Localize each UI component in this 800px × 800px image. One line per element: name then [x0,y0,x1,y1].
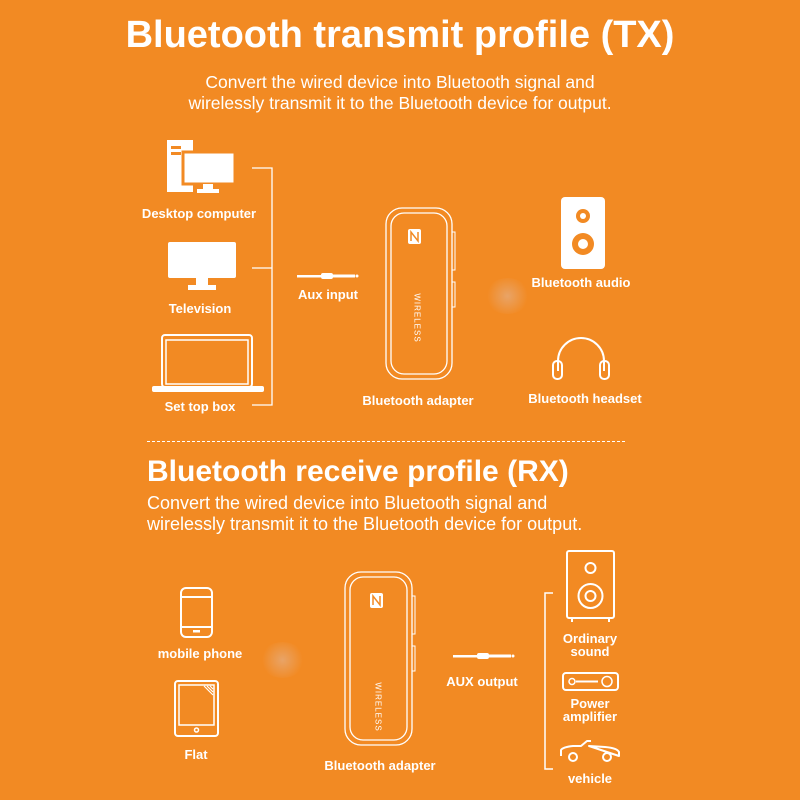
bluetooth-adapter-icon [385,207,456,380]
wireless-signal-icon [485,278,530,314]
source-label-flat: Flat [184,747,208,762]
aux-cable-icon-rx [453,653,515,659]
desktop-computer-icon [167,140,237,193]
headset-icon [552,337,610,380]
tx-source-bracket [252,167,273,406]
tx-subtitle-line1: Convert the wired device into Bluetooth … [205,72,595,92]
mobile-phone-icon [180,587,213,638]
adapter-wireless-text-rx: WIRELESS [373,682,383,732]
rx-title: Bluetooth receive profile (RX) [147,455,569,488]
source-label-television: Television [168,301,232,316]
tablet-icon [174,680,219,737]
aux-cable-icon [297,273,359,279]
tx-cable-label: Aux input [298,287,358,302]
rx-cable-label: AUX output [446,674,518,689]
output-label-bluetooth-audio: Bluetooth audio [531,275,631,290]
tx-adapter-label: Bluetooth adapter [362,393,474,408]
source-label-mobile-phone: mobile phone [157,646,243,661]
bluetooth-speaker-icon [561,197,605,269]
section-divider [147,441,625,442]
output-label-vehicle: vehicle [567,771,613,786]
source-label-desktop: Desktop computer [141,206,257,221]
power-amplifier-icon [562,672,619,691]
adapter-wireless-text: WIRELESS [412,293,422,343]
tx-title: Bluetooth transmit profile (TX) [125,14,675,56]
ordinary-speaker-icon [566,550,615,622]
nfc-icon [408,229,421,244]
rx-output-bracket [544,592,553,770]
tx-subtitle: Convert the wired device into Bluetooth … [0,72,800,114]
rx-subtitle-line2: wirelessly transmit it to the Bluetooth … [147,514,583,534]
laptop-icon [152,334,264,392]
television-icon [168,242,236,290]
output-label-ordinary-sound: Ordinary sound [562,631,618,659]
rx-adapter-label: Bluetooth adapter [324,758,436,773]
wireless-signal-icon-rx [260,642,305,678]
vehicle-icon [560,740,620,762]
rx-subtitle-line1: Convert the wired device into Bluetooth … [147,493,548,513]
output-label-bluetooth-headset: Bluetooth headset [528,391,642,406]
source-label-set-top-box: Set top box [164,399,236,414]
output-label-power-amplifier: Power amplifier [562,696,618,724]
nfc-icon [370,593,383,608]
bluetooth-adapter-icon-rx [344,571,416,746]
tx-subtitle-line2: wirelessly transmit it to the Bluetooth … [188,93,612,113]
rx-subtitle: Convert the wired device into Bluetooth … [147,493,582,535]
